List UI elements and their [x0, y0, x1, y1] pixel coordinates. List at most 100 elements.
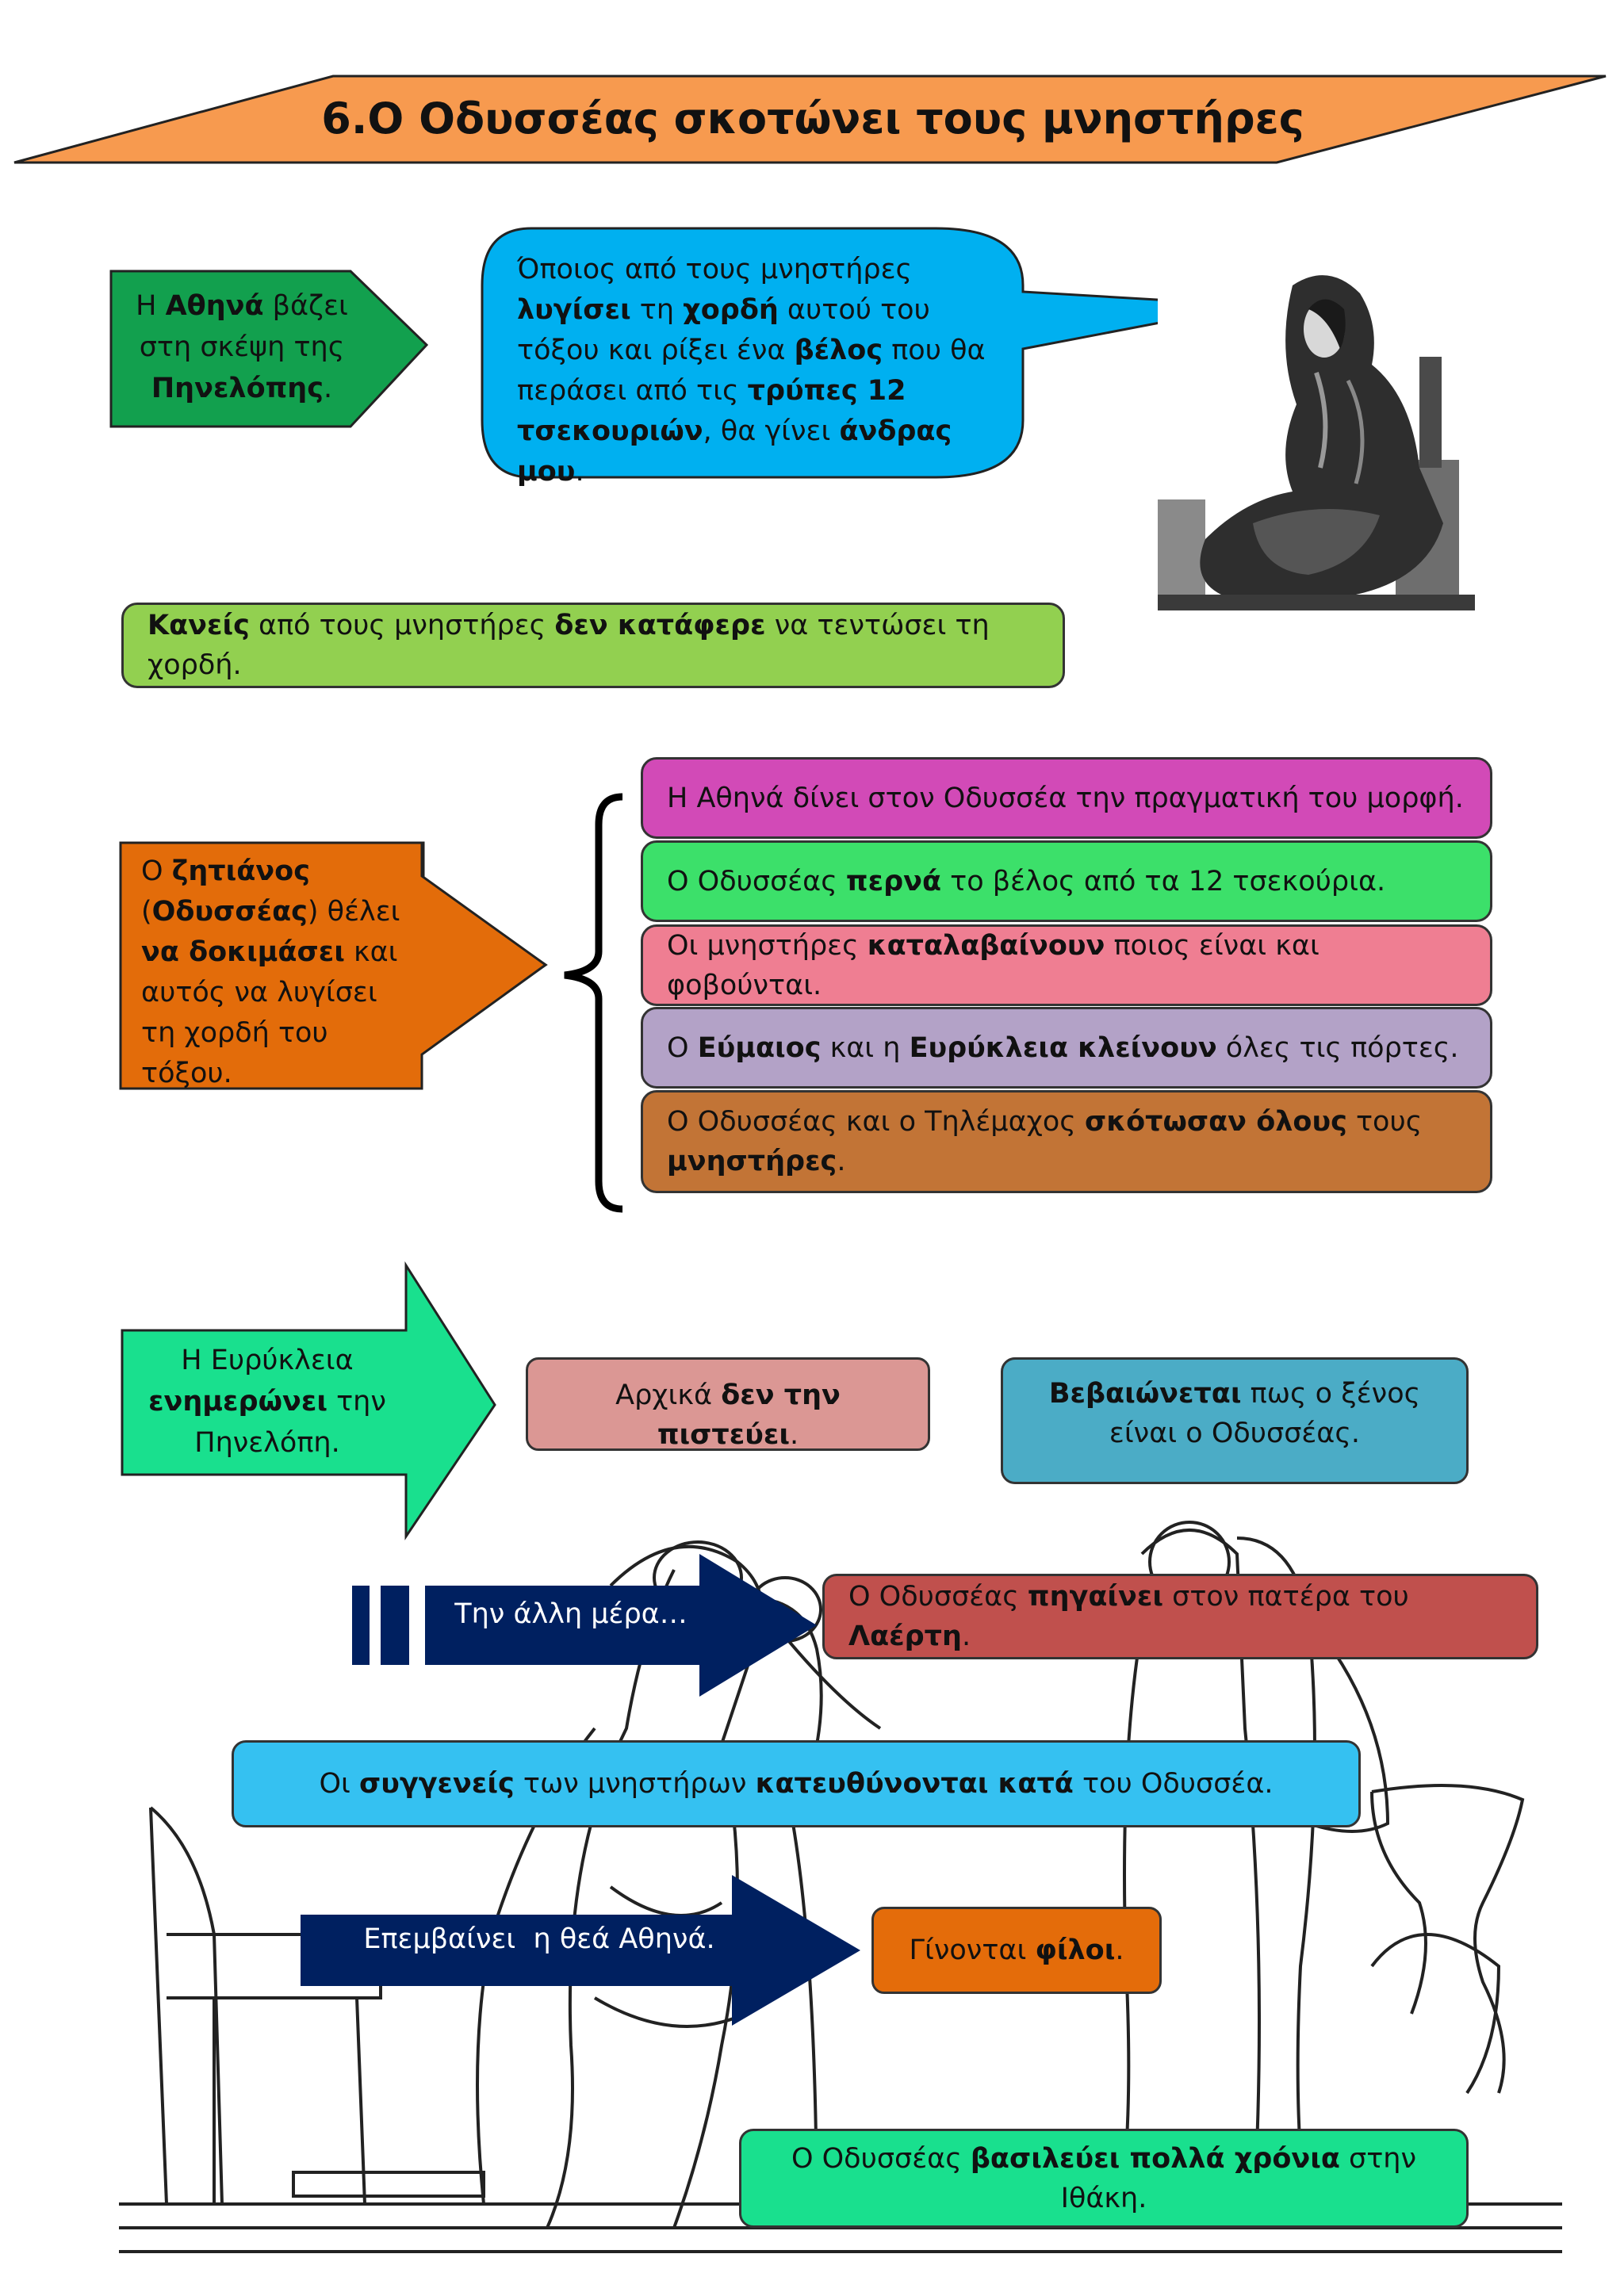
- text-segment: από τους μνηστήρες: [249, 610, 555, 641]
- text-segment: να τεντώσει τη χορδή.: [147, 610, 990, 681]
- text-segment: στον πατέρα του: [1163, 1581, 1409, 1613]
- rich-text: Ο Οδυσσέας πηγαίνει στον πατέρα του Λαέρ…: [848, 1577, 1512, 1656]
- text-segment: Η: [136, 290, 166, 322]
- eurykleia-arrow-shape: [121, 1261, 496, 1540]
- text-segment: Ο Οδυσσέας: [667, 865, 846, 897]
- text-segment: Ο: [667, 1031, 698, 1064]
- rich-text: Κανείς από τους μνηστήρες δεν κατάφερε ν…: [147, 606, 1039, 685]
- text-segment: Ο Οδυσσέας: [848, 1581, 1028, 1613]
- bold-segment: βέλος: [794, 335, 883, 366]
- text-segment: τη: [630, 294, 684, 326]
- bold-segment: λυγίσει: [517, 294, 631, 326]
- bold-segment: Πηνελόπης: [151, 373, 324, 404]
- text-segment: .: [961, 1621, 971, 1652]
- beggar-text: Ο ζητιάνος (Οδυσσέας) θέλει να δοκιμάσει…: [141, 851, 419, 1094]
- text-segment: Οι μνηστήρες: [667, 929, 868, 962]
- rich-text: Η Ευρύκλεια ενημερώνει την Πηνελόπη.: [148, 1345, 386, 1459]
- rich-text: Ο Οδυσσέας και ο Τηλέμαχος σκότωσαν όλου…: [667, 1102, 1466, 1181]
- event-suitors-understand: Οι μνηστήρες καταλαβαίνουν ποιος είναι κ…: [641, 924, 1492, 1006]
- bold-segment: Οδυσσέας: [151, 896, 308, 928]
- rich-text: Ο Οδυσσέας περνά το βέλος από τα 12 τσεκ…: [667, 862, 1385, 901]
- rich-text: Οι συγγενείς των μνηστήρων κατευθύνονται…: [319, 1764, 1273, 1804]
- athena-arrow-shape: [109, 270, 429, 428]
- bold-segment: ενημερώνει: [148, 1386, 327, 1418]
- text-segment: τους: [1346, 1106, 1423, 1138]
- text-segment: Αρχικά: [615, 1380, 722, 1411]
- friends-box: Γίνονται φίλοι.: [871, 1907, 1162, 1994]
- text-segment: , θα γίνει: [703, 415, 840, 447]
- text-segment: Ο: [141, 855, 172, 887]
- rich-text: Όποιος από τους μνηστήρες λυγίσει τη χορ…: [517, 254, 986, 488]
- rich-text: Ο Εύμαιος και η Ευρύκλεια κλείνουν όλες …: [667, 1028, 1458, 1068]
- text-segment: ποιος είναι και φοβούνται.: [667, 929, 1320, 1001]
- text-segment: πως ο ξένος είναι ο Οδυσσέας.: [1109, 1378, 1421, 1449]
- next-day-arrow-shape: [352, 1554, 817, 1697]
- bold-segment: χορδή: [683, 294, 779, 326]
- bold-segment: Αθηνά: [165, 290, 264, 322]
- eurykleia-text: Η Ευρύκλεια ενημερώνει την Πηνελόπη.: [136, 1340, 398, 1464]
- bold-segment: πηγαίνει: [1027, 1581, 1164, 1613]
- bold-segment: να δοκιμάσει: [141, 936, 345, 968]
- laertes-box: Ο Οδυσσέας πηγαίνει στον πατέρα του Λαέρ…: [822, 1574, 1538, 1659]
- event-arrow-through: Ο Οδυσσέας περνά το βέλος από τα 12 τσεκ…: [641, 840, 1492, 922]
- event-athena-form: Η Αθηνά δίνει στον Οδυσσέα την πραγματικ…: [641, 757, 1492, 839]
- text-segment: .: [575, 456, 584, 488]
- text-segment: αυτού του τόξου και ρίξει ένα: [517, 294, 930, 366]
- confirms-box: Βεβαιώνεται πως ο ξένος είναι ο Οδυσσέας…: [1001, 1357, 1469, 1484]
- event-doors-closed: Ο Εύμαιος και η Ευρύκλεια κλείνουν όλες …: [641, 1007, 1492, 1089]
- rich-text: Οι μνηστήρες καταλαβαίνουν ποιος είναι κ…: [667, 926, 1466, 1005]
- text-segment: βάζει στη σκέψη της: [139, 290, 348, 363]
- text-segment: όλες τις πόρτες.: [1216, 1031, 1459, 1064]
- athena-idea-text: Η Αθηνά βάζει στη σκέψη της Πηνελόπης.: [127, 285, 357, 412]
- text-segment: Οι: [319, 1768, 359, 1800]
- rich-text: Ο ζητιάνος (Οδυσσέας) θέλει να δοκιμάσει…: [141, 855, 400, 1089]
- bold-segment: δεν κατάφερε: [554, 610, 766, 641]
- bold-segment: άνδρας μου: [517, 415, 952, 488]
- beggar-arrow-body: [119, 841, 548, 1090]
- text-segment: το βέλος από τα 12 τσεκούρια.: [941, 865, 1386, 897]
- next-day-text: Την άλλη μέρα…: [454, 1598, 688, 1630]
- text-segment: .: [837, 1146, 846, 1177]
- relatives-box: Οι συγγενείς των μνηστήρων κατευθύνονται…: [232, 1740, 1361, 1827]
- curly-brace: [564, 793, 623, 1213]
- penelope-illustration: [1158, 262, 1475, 610]
- rich-text: Ο Οδυσσέας βασιλεύει πολλά χρόνια στην Ι…: [765, 2139, 1442, 2218]
- text-segment: Η Ευρύκλεια: [181, 1345, 354, 1376]
- text-segment: .: [1115, 1934, 1124, 1966]
- text-segment: που θα περάσει από τις: [517, 335, 986, 407]
- bold-segment: κατευθύνονται κατά: [755, 1768, 1074, 1800]
- text-segment: ) θέλει: [307, 896, 400, 928]
- text-segment: των μνηστήρων: [514, 1768, 756, 1800]
- not-believe-box: Αρχικά δεν την πιστεύει.: [526, 1357, 930, 1451]
- bold-segment: περνά: [845, 865, 942, 897]
- text-segment: Η Αθηνά δίνει στον Οδυσσέα την πραγματικ…: [667, 782, 1464, 814]
- text-segment: Γίνονται: [909, 1934, 1036, 1966]
- bold-segment: καταλαβαίνουν: [867, 929, 1105, 962]
- text-segment: Ο Οδυσσέας και ο Τηλέμαχος: [667, 1106, 1085, 1138]
- rich-text: Γίνονται φίλοι.: [910, 1931, 1124, 1970]
- athena-intervenes-text: Επεμβαίνει η θεά Αθηνά.: [363, 1923, 715, 1955]
- bold-segment: δεν την πιστεύει: [657, 1380, 841, 1451]
- reigns-box: Ο Οδυσσέας βασιλεύει πολλά χρόνια στην Ι…: [739, 2129, 1469, 2228]
- bold-segment: φίλοι: [1035, 1934, 1116, 1966]
- bold-segment: Ευρύκλεια κλείνουν: [909, 1031, 1217, 1064]
- nobody-managed-box: Κανείς από τους μνηστήρες δεν κατάφερε ν…: [121, 603, 1065, 688]
- text-segment: .: [790, 1419, 799, 1451]
- event-suitors-killed: Ο Οδυσσέας και ο Τηλέμαχος σκότωσαν όλου…: [641, 1090, 1492, 1193]
- bold-segment: ζητιάνος: [171, 855, 310, 887]
- rich-text: Η Αθηνά δίνει στον Οδυσσέα την πραγματικ…: [667, 779, 1464, 818]
- text-segment: .: [323, 373, 333, 404]
- bold-segment: Κανείς: [147, 610, 250, 641]
- bold-segment: τρύπες 12 τσεκουριών: [517, 375, 906, 447]
- bold-segment: Εύμαιος: [697, 1031, 822, 1064]
- text-segment: και η: [821, 1031, 910, 1064]
- text-segment: στην Ιθάκη.: [1060, 2142, 1417, 2214]
- page-title: 6.Ο Οδυσσέας σκοτώνει τους μνηστήρες: [321, 94, 1304, 144]
- bold-segment: Βεβαιώνεται: [1048, 1378, 1242, 1410]
- bold-segment: συγγενείς: [358, 1768, 515, 1800]
- text-segment: Ο Οδυσσέας: [791, 2142, 971, 2175]
- rich-text: Η Αθηνά βάζει στη σκέψη της Πηνελόπης.: [136, 290, 348, 404]
- text-segment: (: [141, 896, 152, 928]
- bold-segment: μνηστήρες: [667, 1146, 837, 1177]
- text-segment: την Πηνελόπη.: [194, 1386, 386, 1459]
